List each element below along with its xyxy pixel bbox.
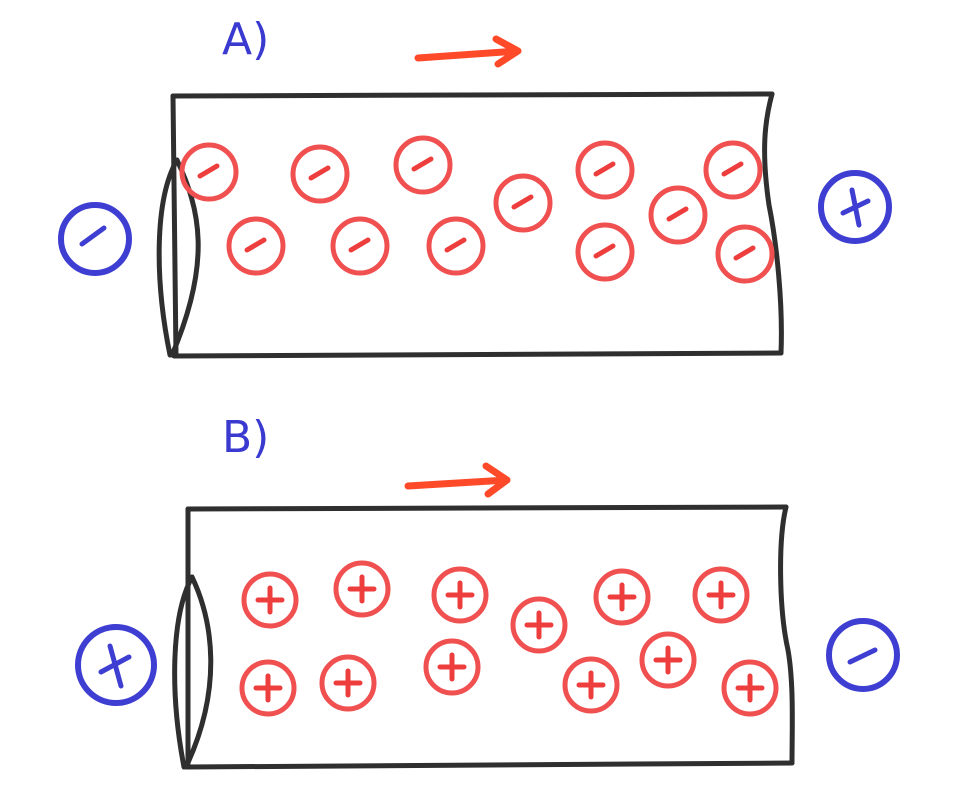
tube-b-right-edge (778, 504, 795, 766)
minus-icon (847, 647, 878, 665)
tube-a-bottom-edge (171, 350, 784, 359)
minus-icon (721, 161, 744, 177)
electron-icon (575, 222, 635, 282)
negative-terminal-icon (826, 618, 900, 692)
electron-icon (226, 216, 286, 276)
plus-vertical-icon (107, 643, 124, 689)
panel-b-label: B) (222, 412, 269, 463)
positive-charge-icon (639, 631, 697, 689)
arrow-right-icon (414, 35, 522, 68)
tube-a-top-edge (170, 91, 775, 99)
panel-a-label: A) (222, 14, 269, 65)
electron-icon (426, 216, 486, 276)
positive-charge-icon (721, 659, 779, 717)
positive-charge-icon (241, 571, 299, 629)
minus-icon (593, 243, 616, 259)
minus-icon (733, 245, 756, 261)
positive-charge-icon (692, 566, 750, 624)
electron-icon (393, 135, 453, 195)
positive-charge-icon (431, 566, 489, 624)
panel-a: A) (58, 14, 892, 359)
positive-carriers-group (239, 560, 779, 717)
minus-icon (197, 163, 220, 179)
electron-icon (703, 140, 763, 200)
tube-b-opening-front (183, 574, 214, 770)
tube-b-bottom-edge (185, 760, 795, 770)
minus-icon (444, 237, 467, 253)
positive-charge-icon (510, 596, 568, 654)
minus-icon (411, 156, 434, 172)
positive-terminal-icon (75, 624, 157, 706)
electron-icon (290, 144, 350, 204)
minus-icon (593, 161, 616, 177)
positive-charge-icon (423, 638, 481, 696)
tube-b-top-edge (185, 504, 789, 512)
positive-charge-icon (593, 568, 651, 626)
minus-icon (348, 237, 371, 253)
panel-b: B) (75, 412, 900, 770)
positive-charge-icon (319, 654, 377, 712)
arrow-right-icon (404, 462, 511, 498)
electron-icon (715, 224, 775, 284)
electron-icon (493, 173, 553, 233)
terminal-b-right (826, 618, 900, 692)
terminal-a-left (58, 202, 132, 276)
tube-a-opening-back (156, 157, 180, 358)
tube-b-opening-back (172, 574, 195, 770)
electron-icon (179, 142, 239, 202)
minus-icon (308, 165, 331, 181)
terminal-a-right (818, 170, 892, 244)
positive-charge-icon (239, 659, 297, 717)
tube-a-left-rim (170, 93, 179, 359)
electron-icon (330, 216, 390, 276)
negative-terminal-icon (58, 202, 132, 276)
plus-vertical-icon (849, 187, 862, 228)
electron-icon (575, 140, 635, 200)
tube-b (172, 504, 795, 770)
minus-icon (79, 225, 107, 247)
minus-icon (511, 194, 534, 210)
positive-terminal-icon (818, 170, 892, 244)
electron-icon (648, 185, 708, 245)
tube-a (156, 91, 784, 359)
electrons-group (179, 135, 775, 284)
positive-charge-icon (333, 560, 391, 618)
terminal-b-left (75, 624, 157, 706)
positive-charge-icon (562, 656, 620, 714)
minus-icon (666, 206, 689, 222)
tube-a-right-edge (762, 91, 784, 356)
minus-icon (244, 237, 267, 253)
